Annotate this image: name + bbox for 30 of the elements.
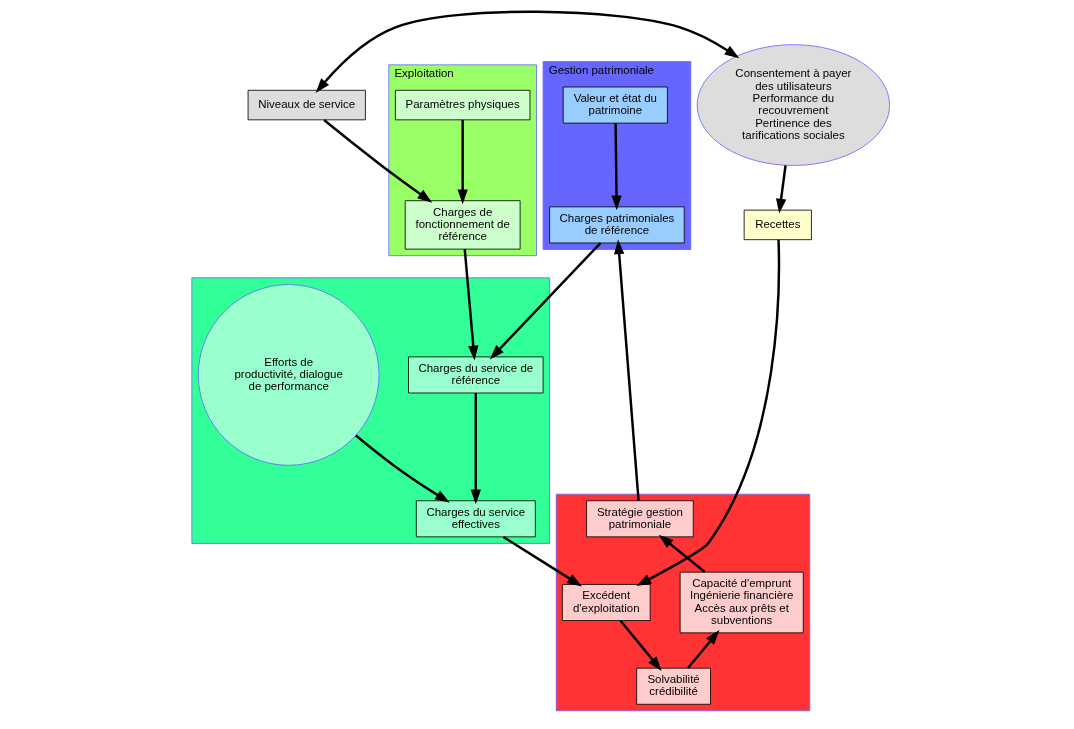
cluster: [555, 493, 810, 712]
arrow: [315, 10, 739, 93]
node-box: Capacité d'emprunt Ingénierie financière Accès aux prêts et subventions: [679, 571, 804, 634]
arrow: [502, 536, 582, 587]
node-box: Charges du service de référence: [407, 356, 543, 394]
node-box: Solvabilité crédibilité: [635, 667, 711, 705]
arrow: [619, 619, 662, 671]
arrow: [354, 434, 450, 503]
node-box: Charges de fonctionnement de référence: [404, 200, 520, 250]
arrow: [658, 534, 706, 573]
node-box: Excédent d'exploitation: [561, 584, 651, 621]
arrow: [463, 249, 478, 361]
arrow: [775, 165, 787, 214]
arrow: [470, 393, 481, 505]
arrow: [635, 239, 780, 587]
node-box: Stratégie gestion patrimoniale: [585, 500, 694, 538]
node-circle: Efforts de productivité, dialogue de performance: [197, 284, 379, 466]
arrow: [610, 123, 622, 211]
cluster: [190, 277, 550, 544]
arrow: [489, 242, 601, 360]
arrow: [613, 239, 640, 501]
node-box: Charges patrimoniales de référence: [548, 206, 685, 244]
arrow: [686, 630, 719, 669]
node-box: Recettes: [743, 209, 812, 241]
node-box: Niveaux de service: [247, 89, 366, 121]
node-box: Charges du service effectives: [415, 500, 536, 538]
arrow: [457, 119, 468, 205]
node-box: Valeur et état du patrimoine: [562, 86, 668, 124]
arrow: [322, 119, 432, 203]
node-box: Paramètres physiques: [394, 89, 530, 121]
